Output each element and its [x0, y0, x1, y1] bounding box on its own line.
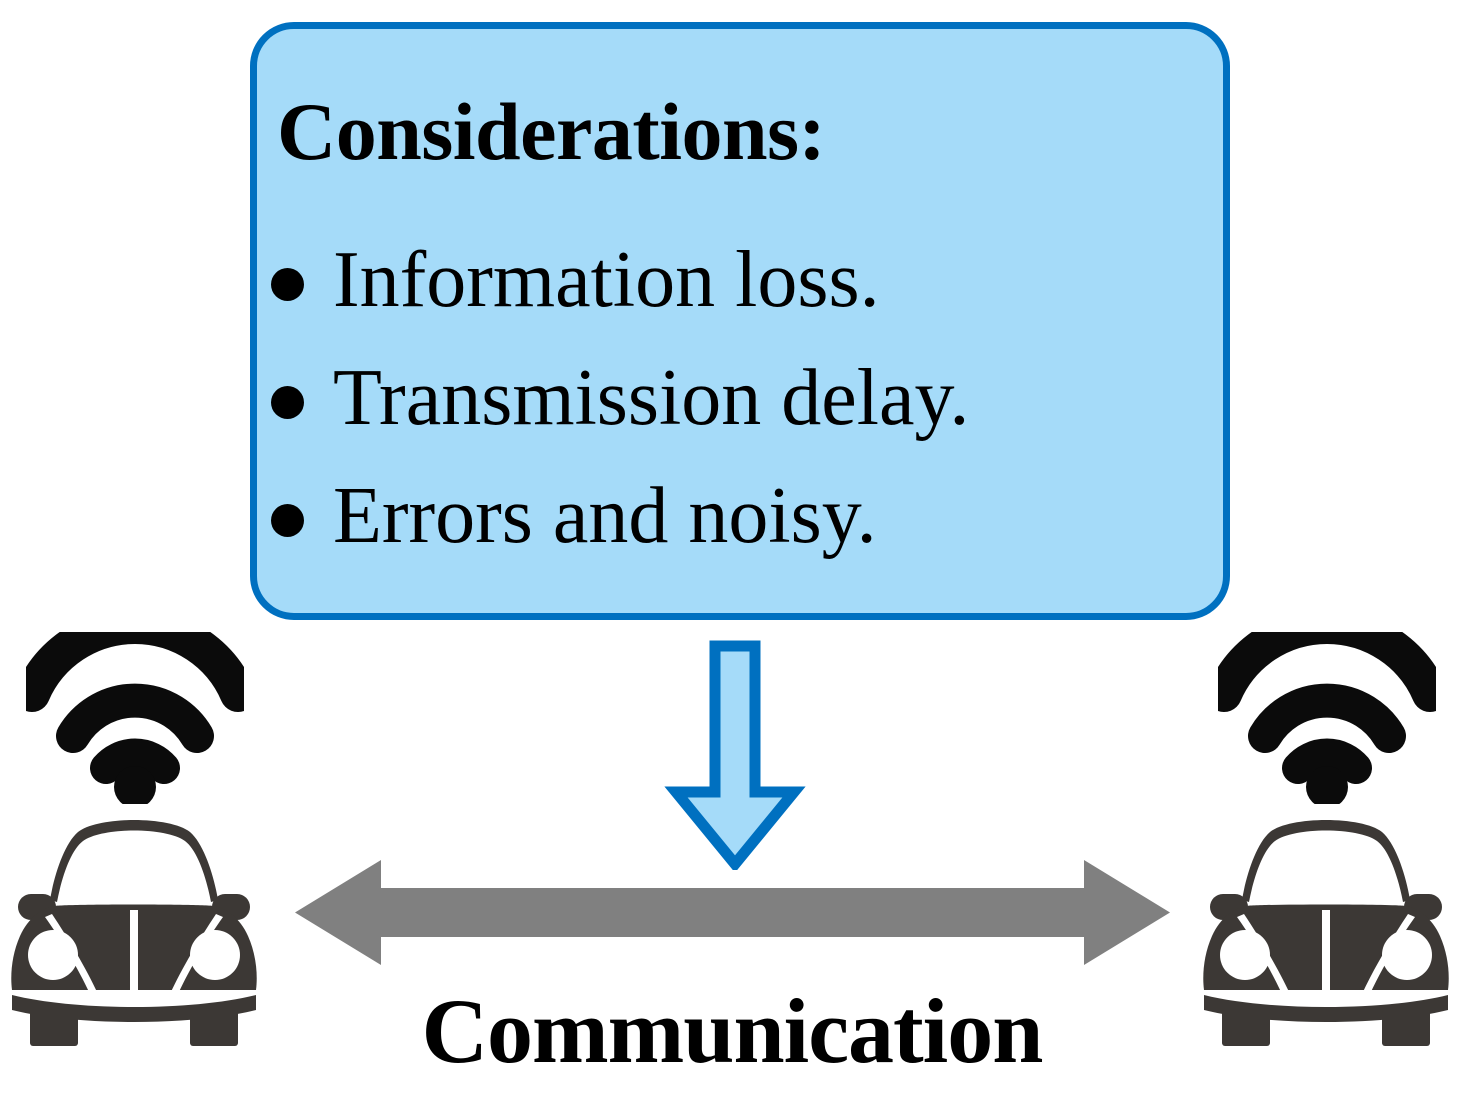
right-vehicle-node [1196, 608, 1456, 1052]
car-icon [6, 814, 262, 1046]
bidirectional-arrow-icon [295, 860, 1170, 965]
list-item-label: Transmission delay. [333, 354, 970, 442]
bullet-dot-icon [271, 503, 304, 537]
car-icon [1198, 814, 1454, 1046]
communication-caption: Communication [421, 980, 1044, 1082]
list-item: Errors and noisy. [271, 461, 1211, 579]
list-item-label: Errors and noisy. [333, 472, 877, 560]
left-vehicle-node [4, 608, 264, 1052]
considerations-callout: Considerations: Information loss. Transm… [250, 22, 1230, 620]
list-item-label: Information loss. [333, 236, 880, 324]
considerations-list: Information loss. Transmission delay. Er… [271, 225, 1211, 579]
down-arrow-icon [660, 640, 810, 873]
bullet-dot-icon [271, 267, 304, 301]
bullet-dot-icon [271, 385, 304, 419]
wifi-icon [14, 608, 256, 808]
wifi-icon [1206, 608, 1448, 808]
list-item: Information loss. [271, 225, 1211, 343]
callout-title: Considerations: [277, 86, 826, 177]
list-item: Transmission delay. [271, 343, 1211, 461]
